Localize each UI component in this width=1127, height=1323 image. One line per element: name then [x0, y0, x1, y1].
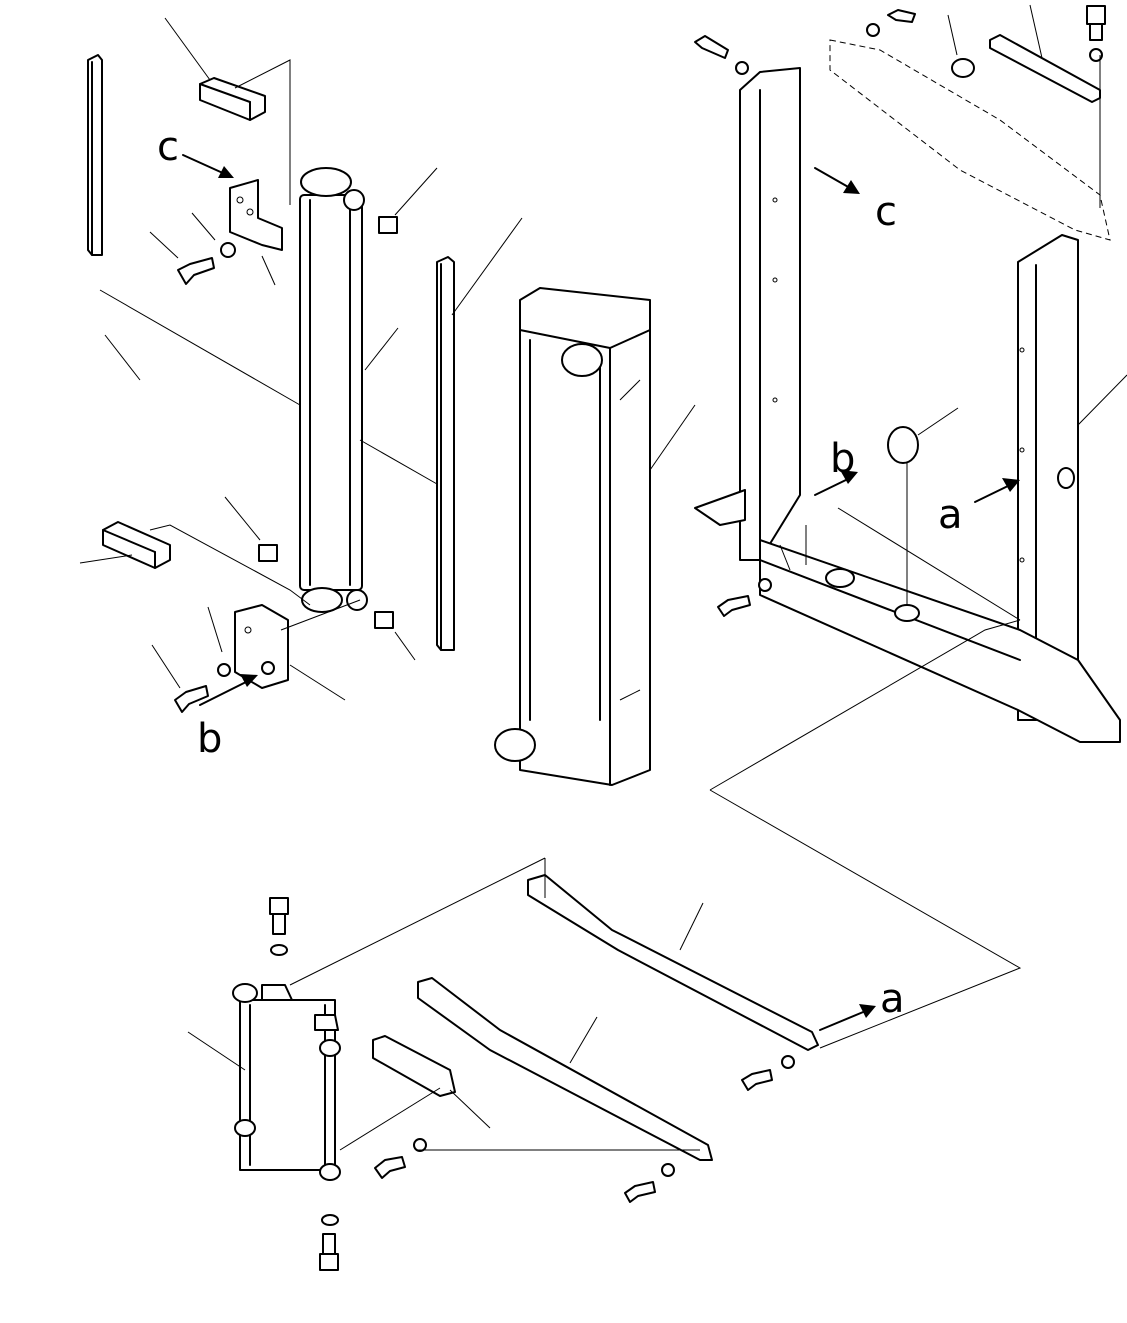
arrow-c-callout: [182, 154, 234, 178]
sponge-block-lower: [102, 521, 171, 569]
seal-strip-right: [436, 256, 455, 651]
bolt-stay-3: [624, 1163, 675, 1203]
view-label-c-target: c: [875, 189, 897, 235]
sponge-block-top: [199, 77, 266, 121]
spacer-block-1: [378, 216, 398, 234]
view-label-b-target: b: [830, 436, 855, 482]
bolt-lower-left: [174, 663, 231, 713]
aftercooler-core: [494, 287, 651, 786]
view-label-c-callout: c: [157, 124, 179, 170]
bolt-bottom-lower: [319, 1214, 339, 1271]
stay-bar-lower: [417, 977, 713, 1161]
view-label-a-callout: a: [880, 976, 905, 1022]
bolt-frame-mid: [866, 9, 916, 37]
view-label-a-target: a: [938, 492, 963, 538]
spacer-block-3: [374, 611, 394, 629]
radiator-frame: [694, 67, 1121, 743]
arrow-c-target: [814, 167, 860, 194]
bolt-frame-top: [694, 35, 749, 75]
leader-lines: [79, 4, 1127, 1151]
bracket-top-right: [989, 34, 1101, 103]
bolt-bottom-top: [269, 897, 289, 956]
bolt-stay-2: [374, 1138, 427, 1179]
arrow-a-target: [974, 478, 1020, 503]
bracket-lower-left: [234, 604, 289, 689]
small-cooler-core: [232, 983, 341, 1181]
bolt-frame-bottom: [717, 578, 772, 617]
bolt-stay-1: [741, 1055, 795, 1091]
top-member-ghost: [829, 39, 1111, 241]
view-label-b-callout: b: [197, 716, 222, 762]
arrow-b-target: [814, 470, 858, 496]
arrow-a-callout: [819, 1004, 876, 1031]
stay-bar-upper: [527, 874, 819, 1051]
bolt-frame-topright: [1086, 5, 1106, 62]
bracket-top-left: [229, 179, 283, 251]
narrow-cooler-core: [299, 167, 368, 613]
arrow-b-callout: [199, 674, 258, 706]
bolt-top-left: [177, 242, 236, 285]
small-bracket: [372, 1035, 456, 1097]
spacer-block-2: [258, 544, 278, 562]
seal-strip-left: [87, 54, 103, 256]
